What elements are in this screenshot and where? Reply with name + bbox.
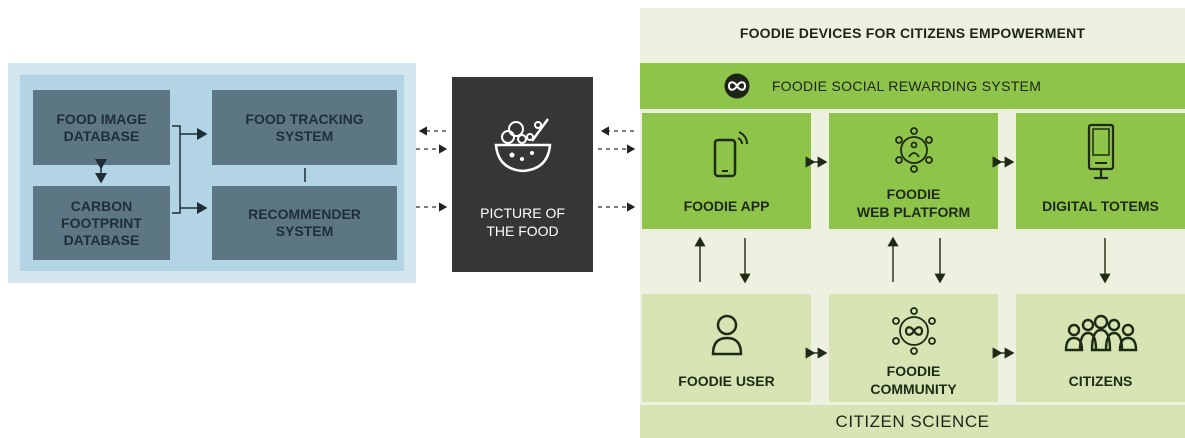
social-rewarding-label: FOODIE SOCIAL REWARDING SYSTEM [771,78,1042,94]
food-image-db-line2: DATABASE [63,127,140,144]
digital-totems-label: DIGITAL TOTEMS [1042,198,1159,214]
foodie-user-card: FOODIE USER [642,294,811,402]
picture-line1: PICTURE OF [480,205,565,221]
food-image-database-box: FOOD IMAGE DATABASE [33,90,170,165]
digital-totems-card: DIGITAL TOTEMS [1016,113,1185,229]
recommender-line2: SYSTEM [275,223,334,239]
web-platform-line2: WEB PLATFORM [856,204,971,220]
recommender-line1: RECOMMENDER [248,206,361,222]
foodie-app-label: FOODIE APP [683,198,770,214]
food-tracking-line1: FOOD TRACKING [245,110,364,127]
carbon-db-line1: CARBON [70,197,133,214]
person-icon [711,314,743,356]
carbon-db-line3: DATABASE [63,231,140,248]
foodie-web-platform-card: FOODIE WEB PLATFORM [829,113,998,229]
community-icon [892,307,936,355]
devices-header-title: FOODIE DEVICES FOR CITIZENS EMPOWERMENT [739,25,1086,41]
network-people-icon [895,127,933,173]
food-tracking-system-box: FOOD TRACKING SYSTEM [212,90,397,165]
carbon-footprint-database-box: CARBON FOOTPRINT DATABASE [33,186,170,260]
crowd-icon [1064,314,1138,352]
citizens-card: CITIZENS [1016,294,1185,402]
kiosk-totem-icon [1087,123,1115,180]
food-image-db-line1: FOOD IMAGE [56,110,147,127]
carbon-db-line2: FOOTPRINT [61,214,142,231]
citizens-label: CITIZENS [1068,373,1133,389]
web-platform-line1: FOODIE [886,186,941,202]
devices-header: FOODIE DEVICES FOR CITIZENS EMPOWERMENT [640,8,1185,58]
social-rewarding-bar: FOODIE SOCIAL REWARDING SYSTEM [640,63,1185,109]
picture-of-food-label: PICTURE OF THE FOOD [452,200,593,244]
food-tracking-line2: SYSTEM [275,127,334,144]
recommender-system-box: RECOMMENDER SYSTEM [212,186,397,260]
food-bowl-icon [494,118,552,173]
foodie-community-label: FOODIE COMMUNITY [829,360,998,400]
foodie-user-label: FOODIE USER [678,373,775,389]
community-line2: COMMUNITY [870,381,957,397]
community-line1: FOODIE [886,363,941,379]
foodie-app-card: FOODIE APP [642,113,811,229]
citizen-science-bar: CITIZEN SCIENCE [640,405,1185,438]
smartphone-icon [713,131,748,178]
picture-of-food-box: PICTURE OF THE FOOD [452,77,593,272]
foodie-community-card: FOODIE COMMUNITY [829,294,998,402]
picture-line2: THE FOOD [486,223,559,239]
infinity-icon [724,73,750,99]
foodie-web-platform-label: FOODIE WEB PLATFORM [829,183,998,223]
citizen-science-label: CITIZEN SCIENCE [835,411,990,431]
